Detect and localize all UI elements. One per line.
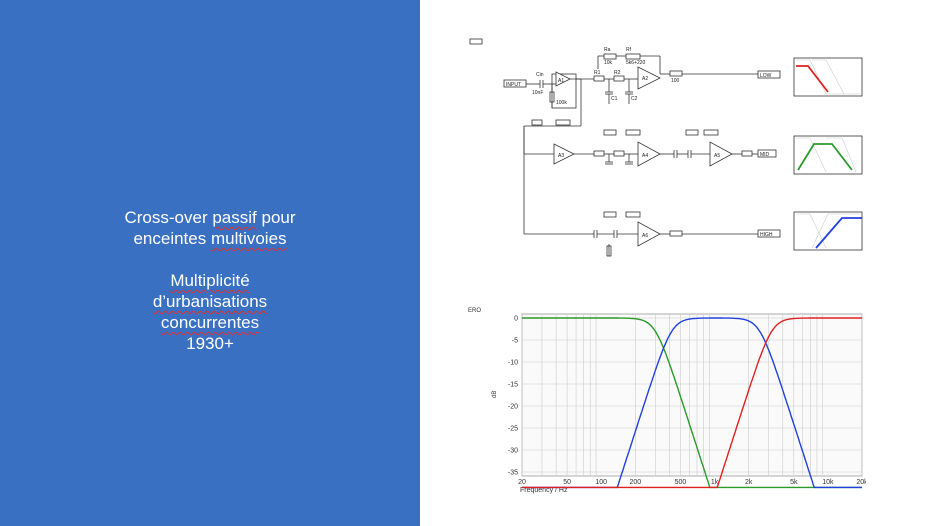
rin-value: 100k <box>556 100 567 106</box>
highpass-curve <box>522 317 862 489</box>
low-response-icon <box>793 57 863 97</box>
plot-area <box>521 313 863 477</box>
x-tick-label: 20 <box>518 479 526 486</box>
x-tick-label: 100 <box>595 479 607 486</box>
subtitle-line-3: concurrentes <box>160 313 260 332</box>
title-word-pour: pour <box>256 208 296 227</box>
mid-response-icon <box>793 135 863 175</box>
y-axis-label: dB <box>492 391 498 398</box>
c2-label: C2 <box>631 96 638 102</box>
schematic-corner-icon <box>469 38 483 45</box>
ra-label: Ra <box>604 47 611 53</box>
slide-caption: Cross-over passif pour enceintes multivo… <box>0 207 420 354</box>
high-output-tag <box>757 229 781 238</box>
x-tick-label: 5k <box>790 479 798 486</box>
opamp-f: A6 <box>642 233 648 239</box>
subtitle-line-4: 1930+ <box>186 334 234 353</box>
x-tick-label: 50 <box>563 479 571 486</box>
cin-value: 10nF <box>532 90 543 96</box>
title-line-2: enceintes multivoies <box>0 228 420 249</box>
y-tick-label: -25 <box>508 426 518 433</box>
y-tick-label: -20 <box>508 404 518 411</box>
r1-label: R1 <box>594 70 601 76</box>
x-tick-label: 2k <box>745 479 753 486</box>
plot-corner-label: ERO <box>468 308 481 314</box>
title-word-crossover: Cross-over <box>124 208 213 227</box>
crossover-circuit-schematic: INPUT LOW MID HIGH Cin 10nF 100k R1 R2 C… <box>469 38 863 257</box>
mid-output-tag <box>757 149 777 158</box>
input-label: INPUT <box>506 82 521 88</box>
y-tick-label: -10 <box>508 360 518 367</box>
c1-label: C1 <box>611 96 618 102</box>
rf-label: Rf <box>626 47 632 53</box>
y-tick-label: -5 <box>512 338 518 345</box>
ra-value: 10k <box>604 60 613 66</box>
opamp-e: A5 <box>714 153 720 159</box>
r2-label: R2 <box>614 70 621 76</box>
opamp-a: A1 <box>558 78 564 84</box>
title-word-passif: passif <box>212 208 257 227</box>
y-tick-label: -15 <box>508 382 518 389</box>
title-line-1: Cross-over passif pour <box>0 207 420 228</box>
high-response-icon <box>793 211 863 251</box>
opamp-d: A4 <box>642 153 648 159</box>
title-word-multivoies: multivoies <box>210 229 287 248</box>
r100-value: 100 <box>671 78 680 84</box>
x-tick-label: 500 <box>675 479 687 486</box>
y-tick-label: -35 <box>508 470 518 477</box>
y-tick-label: 0 <box>514 316 518 323</box>
title-panel: Cross-over passif pour enceintes multivo… <box>0 0 420 526</box>
input-tag <box>503 79 527 88</box>
frequency-response-plot: ERO 0 -5 -10 -15 -20 -25 -30 -35 20 50 100 200 500 1… <box>468 308 866 494</box>
x-axis-label: Frequency / Hz <box>520 487 568 494</box>
high-label: HIGH <box>760 232 773 238</box>
subtitle-line-2: d’urbanisations <box>152 292 268 311</box>
subtitle-line-1: Multiplicité <box>170 271 250 290</box>
mid-lowpass-curve <box>522 317 862 489</box>
x-tick-label: 10k <box>822 479 834 486</box>
cin-label: Cin <box>536 72 544 78</box>
title-word-enceintes: enceintes <box>133 229 211 248</box>
x-tick-label: 200 <box>629 479 641 486</box>
low-label: LOW <box>760 73 772 79</box>
x-tick-label: 1k <box>711 479 719 486</box>
low-output-tag <box>757 70 781 79</box>
opamp-b: A2 <box>642 76 648 82</box>
x-tick-label: 20k <box>856 479 866 486</box>
mid-label: MID <box>760 152 770 158</box>
opamp-c: A3 <box>558 153 564 159</box>
y-tick-label: -30 <box>508 448 518 455</box>
rf-value: 5k6+220 <box>626 60 646 66</box>
